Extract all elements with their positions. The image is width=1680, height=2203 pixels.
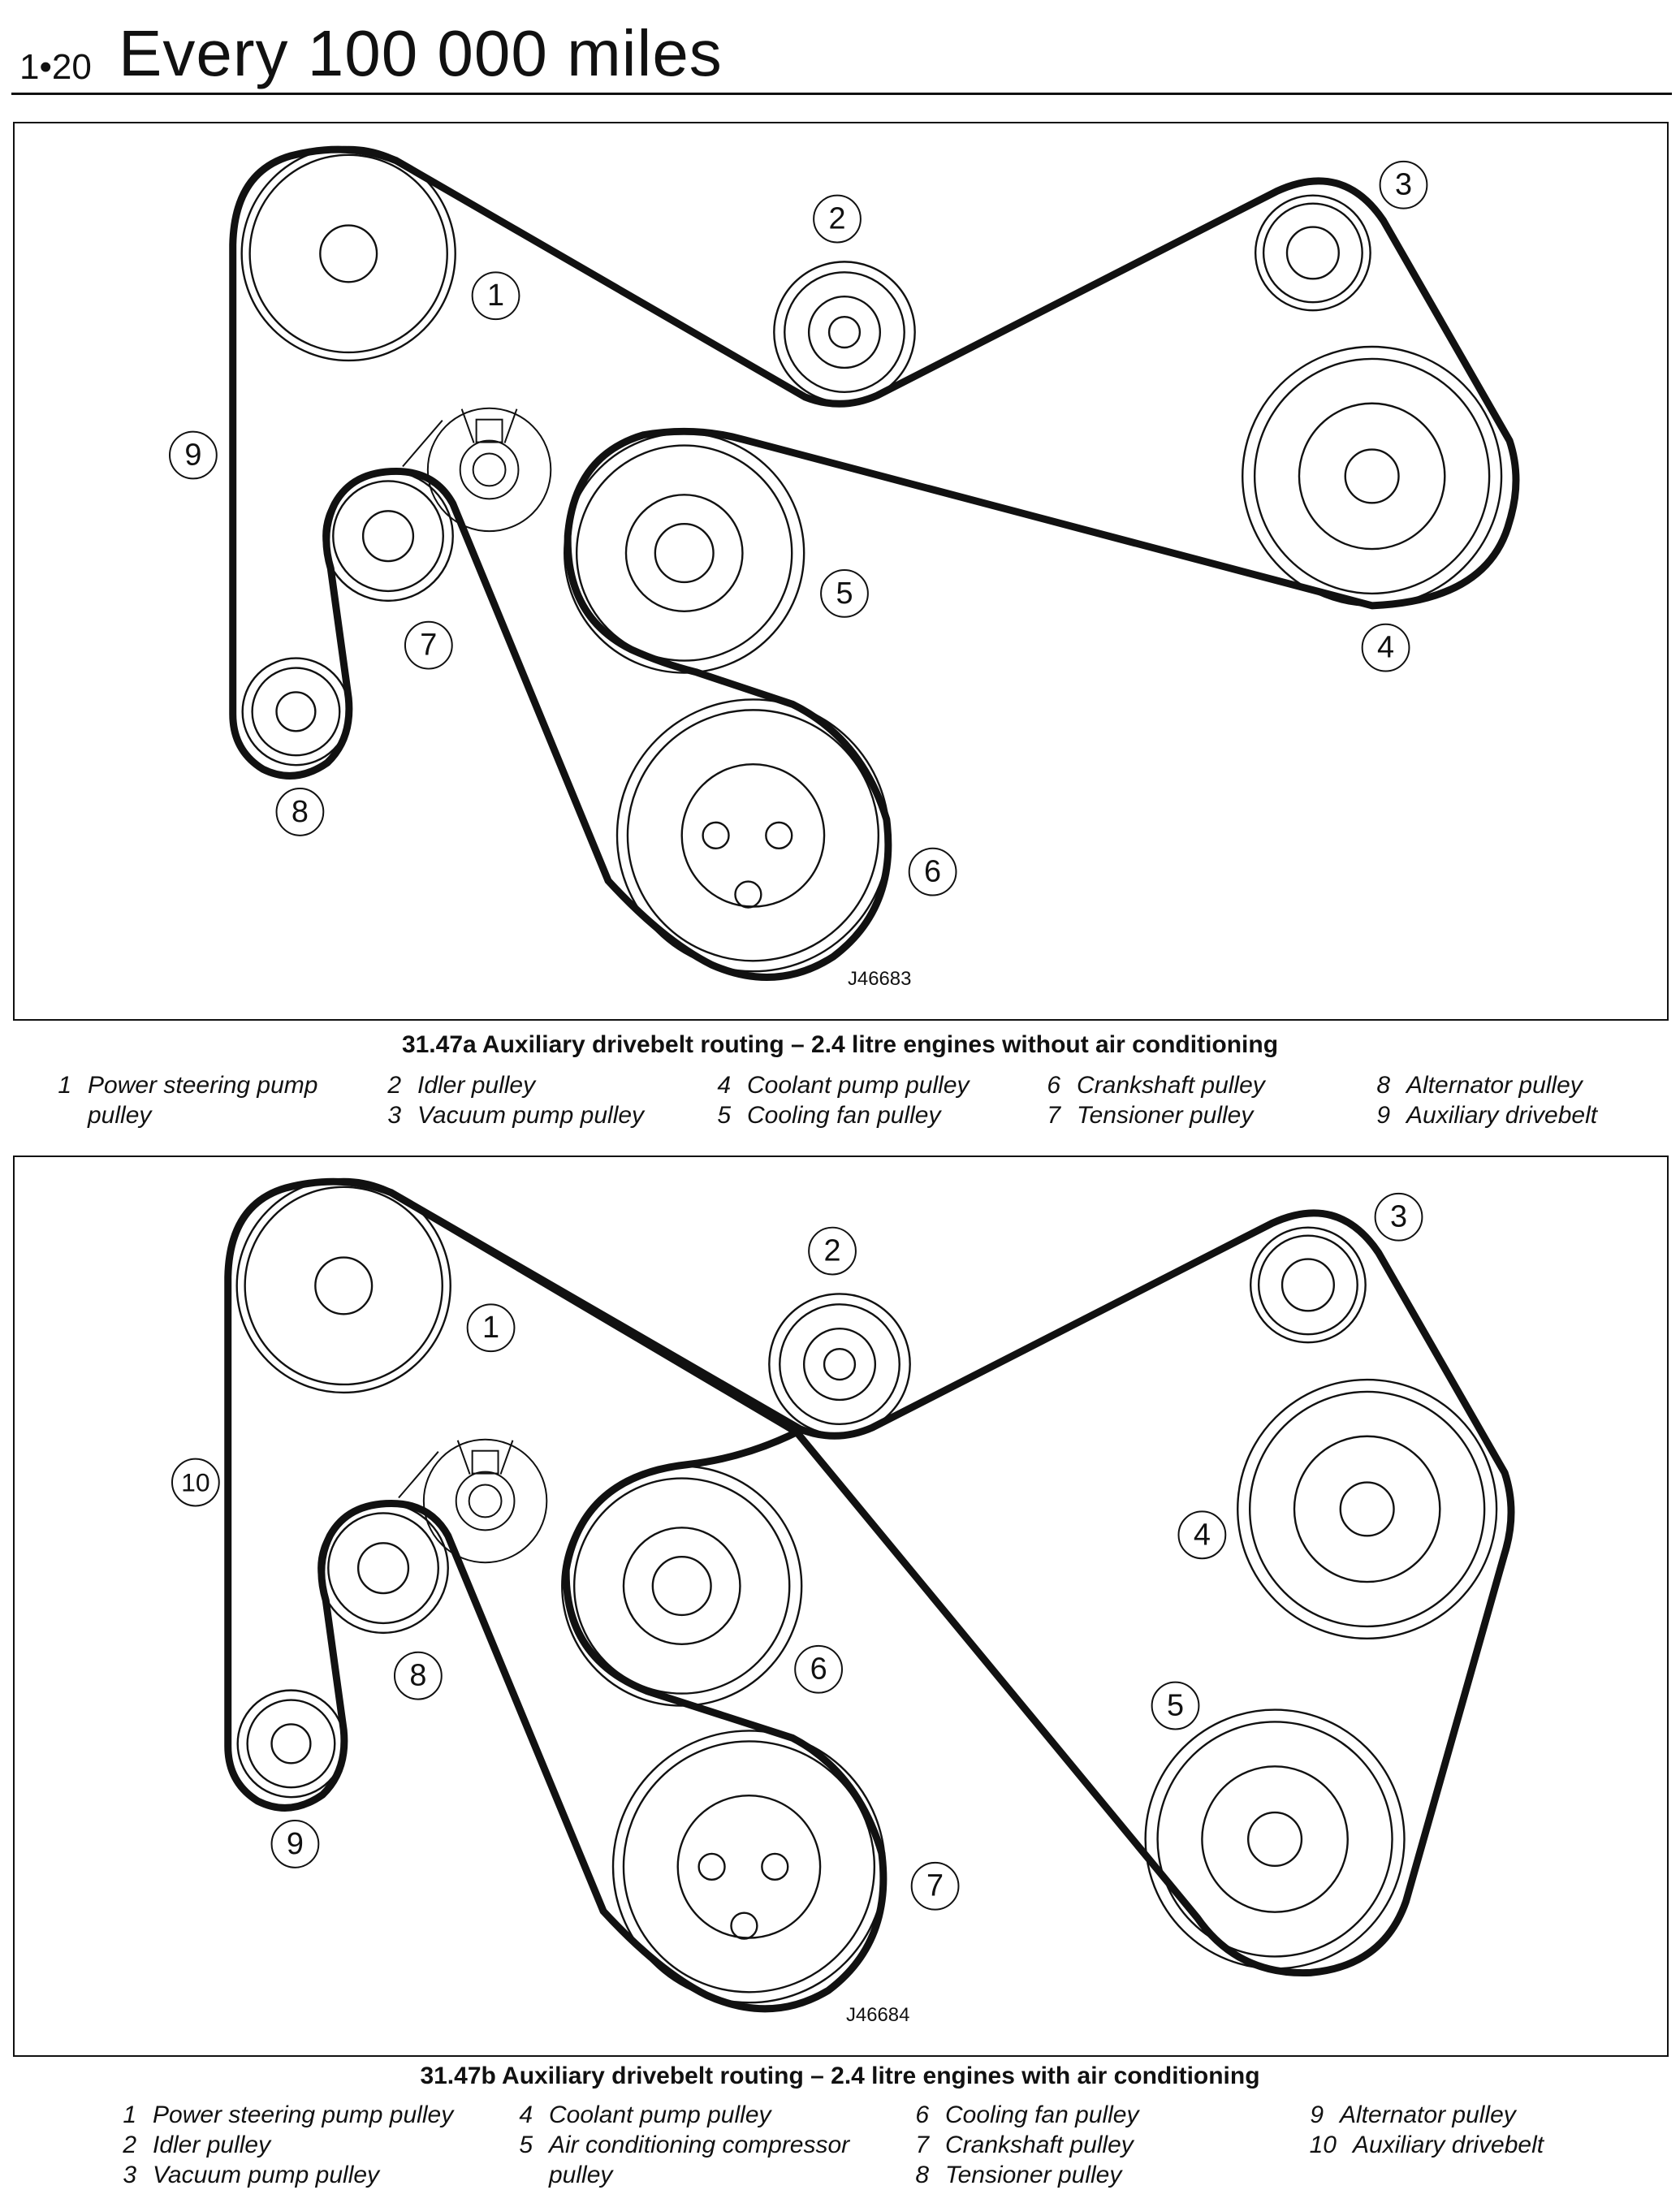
svg-text:7: 7	[926, 1869, 944, 1903]
svg-text:9: 9	[287, 1827, 304, 1861]
svg-text:1: 1	[482, 1311, 499, 1345]
svg-text:3: 3	[1390, 1200, 1407, 1234]
callout-6: 6	[908, 847, 957, 896]
pulley-vacuum-pump	[1254, 194, 1371, 312]
page-number: 1•20	[19, 47, 92, 87]
callout-4: 4	[1177, 1510, 1227, 1560]
callout-9: 9	[169, 430, 218, 480]
callout-1: 1	[466, 1303, 516, 1353]
callout-2: 2	[813, 194, 862, 244]
figure-code: J46683	[848, 968, 911, 990]
callout-3: 3	[1379, 160, 1428, 210]
callout-6: 6	[794, 1644, 843, 1694]
pulley-cooling-fan	[564, 432, 805, 674]
figure-b-svg: 1 2 3 4 5 6 7 8 9 10 J46684	[171, 1177, 1515, 2026]
svg-text:4: 4	[1377, 631, 1394, 665]
callout-7: 7	[910, 1861, 960, 1911]
callout-2: 2	[808, 1226, 857, 1276]
callout-10: 10	[171, 1458, 220, 1507]
callout-7: 7	[404, 620, 453, 670]
callout-8: 8	[393, 1651, 443, 1700]
pulley-coolant-pump	[1242, 345, 1503, 607]
auxiliary-drivebelt	[229, 145, 1520, 981]
svg-text:10: 10	[181, 1468, 209, 1497]
page-title: Every 100 000 miles	[119, 17, 723, 89]
pulley-ac-compressor	[1144, 1708, 1406, 1970]
auxiliary-drivebelt	[224, 1177, 1515, 2013]
tensioner-mechanism	[402, 407, 552, 533]
svg-text:2: 2	[824, 1234, 841, 1268]
pulley-idler	[768, 1293, 911, 1436]
callout-4: 4	[1361, 623, 1410, 672]
svg-text:7: 7	[420, 629, 437, 663]
header-rule	[11, 93, 1672, 95]
figure-code: J46684	[846, 2004, 909, 2026]
callout-8: 8	[275, 788, 325, 836]
figure-b-caption: 31.47b Auxiliary drivebelt routing – 2.4…	[420, 2063, 1260, 2089]
callout-9: 9	[270, 1820, 320, 1868]
figure-b-diagram: 1 2 3 4 5 6 7 8 9 10 J46684	[13, 1155, 1669, 2057]
pulley-vacuum-pump	[1249, 1226, 1367, 1344]
svg-text:3: 3	[1395, 168, 1412, 202]
figure-a-svg: 1 2 3 4 5 6 7 8 9 J46683	[169, 145, 1520, 990]
svg-text:9: 9	[184, 438, 201, 473]
pulley-alternator	[241, 657, 351, 767]
svg-text:2: 2	[828, 202, 845, 236]
pulley-idler	[773, 261, 916, 404]
svg-text:1: 1	[487, 279, 504, 313]
callout-5: 5	[1151, 1681, 1200, 1730]
pulley-coolant-pump	[1237, 1378, 1498, 1640]
pulley-crankshaft	[611, 1730, 886, 2004]
svg-text:6: 6	[810, 1652, 827, 1687]
figure-a-diagram: 1 2 3 4 5 6 7 8 9 J46683	[13, 122, 1669, 1021]
pulley-alternator	[236, 1689, 346, 1799]
svg-text:5: 5	[1167, 1689, 1184, 1723]
callout-1: 1	[471, 271, 520, 321]
callout-5: 5	[820, 569, 869, 618]
svg-text:6: 6	[924, 855, 941, 889]
callout-3: 3	[1374, 1192, 1423, 1242]
svg-text:8: 8	[409, 1659, 426, 1693]
svg-text:8: 8	[292, 795, 309, 829]
svg-text:5: 5	[836, 577, 853, 611]
page-header: 1•20 Every 100 000 miles	[11, 6, 1672, 94]
figure-a-caption: 31.47a Auxiliary drivebelt routing – 2.4…	[401, 1031, 1279, 1058]
tensioner-mechanism	[398, 1438, 548, 1564]
svg-text:4: 4	[1194, 1518, 1211, 1552]
